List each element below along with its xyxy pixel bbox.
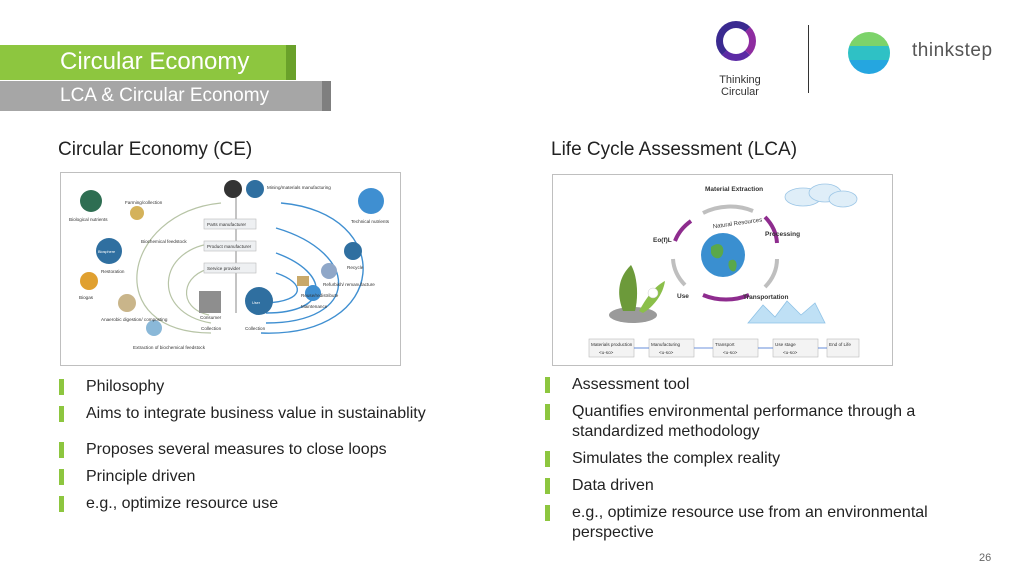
biogas-icon <box>80 272 98 290</box>
chain-tag-4: <u-so> <box>783 350 798 355</box>
label-service: Service provider <box>207 266 241 271</box>
label-processing: Processing <box>765 231 800 238</box>
thinkstep-logo-icon <box>848 32 890 74</box>
label-technical-nutrients: Technical nutrients <box>351 219 390 224</box>
parts-box <box>203 218 257 230</box>
recycle-icon <box>344 242 362 260</box>
wrench-icon <box>305 285 321 301</box>
compost-icon <box>118 294 136 312</box>
chain-end-of-life: End of Life <box>829 342 851 347</box>
plant-icon <box>609 265 665 323</box>
ce-heading: Circular Economy (CE) <box>58 139 253 160</box>
label-reuse: Reuse/redistribute <box>301 293 339 298</box>
label-refurbish: Refurbish/ remanufacture <box>323 282 375 287</box>
lca-diagram: Material Extraction Processing Transport… <box>552 174 893 366</box>
label-transportation: Transportation <box>743 294 789 301</box>
label-product: Product manufacturer <box>207 244 252 249</box>
page-number: 26 <box>979 552 992 564</box>
label-consumer: Consumer <box>200 315 222 320</box>
lca-bullet-item: Simulates the complex reality <box>544 449 964 469</box>
ce-bullet-list: Philosophy Aims to integrate business va… <box>58 377 478 521</box>
lca-bullet-list: Assessment tool Quantifies environmental… <box>544 375 964 550</box>
label-anaerobic: Anaerobic digestion/ composting <box>101 317 168 322</box>
chain-tag-1: <u-so> <box>599 350 614 355</box>
slide-subtitle: LCA & Circular Economy <box>60 85 270 106</box>
label-recycle: Recycle <box>347 265 364 270</box>
subtitle-banner-accent <box>322 81 331 111</box>
consumer-icon <box>199 291 221 313</box>
label-mining: Mining/materials manufacturing <box>267 185 331 190</box>
ce-bullet-item: Proposes several measures to close loops <box>58 440 478 460</box>
title-banner-accent <box>286 45 296 80</box>
label-material-extraction: Material Extraction <box>705 186 763 193</box>
lca-diagram-svg: Material Extraction Processing Transport… <box>588 183 860 358</box>
lca-heading: Life Cycle Assessment (LCA) <box>551 139 798 160</box>
water-icon <box>747 300 826 324</box>
gear-icon <box>358 188 384 214</box>
label-collection-left: Collection <box>201 326 222 331</box>
leaf-icon <box>80 190 102 212</box>
wheat-icon <box>130 206 144 220</box>
label-farming: Farming/collection <box>125 200 163 205</box>
chain-transport: Transport <box>715 342 735 347</box>
lca-bullet-item: e.g., optimize resource use from an envi… <box>544 503 964 543</box>
lca-bullet-item: Quantifies environmental performance thr… <box>544 402 964 442</box>
cloud-icon <box>784 183 858 208</box>
label-collection-right: Collection <box>245 326 266 331</box>
thinking-circular-logo-icon <box>716 21 756 61</box>
service-box <box>203 262 257 274</box>
biosphere-icon <box>96 238 122 264</box>
thinkstep-logo-text: thinkstep <box>912 40 993 61</box>
label-biogas: Biogas <box>79 295 94 300</box>
user-icon <box>245 287 273 315</box>
title-banner: Circular Economy <box>0 45 286 80</box>
ce-bullet-item: Principle driven <box>58 467 478 487</box>
label-biochemical: Biochemical feedstock <box>141 239 187 244</box>
chain-use-stage: Use stage <box>775 342 796 347</box>
chain-manufacturing: Manufacturing <box>651 342 681 347</box>
label-use: Use <box>677 293 689 300</box>
ce-diagram: Biological nutrients Farming/collection … <box>60 172 401 366</box>
globe-icon <box>701 233 745 277</box>
label-user: User <box>252 301 261 305</box>
mining-icon <box>224 180 242 198</box>
lca-bullet-item: Data driven <box>544 476 964 496</box>
lca-bullet-item: Assessment tool <box>544 375 964 395</box>
label-extraction: Extraction of biochemical feedstock <box>133 345 206 350</box>
ce-diagram-svg: Biological nutrients Farming/collection … <box>69 180 390 350</box>
label-maintenance: Maintenance <box>301 304 328 309</box>
ce-bullet-item: Aims to integrate business value in sust… <box>58 404 478 424</box>
subtitle-banner: LCA & Circular Economy <box>0 81 322 111</box>
chain-tag-3: <u-so> <box>723 350 738 355</box>
ce-bullet-item: Philosophy <box>58 377 478 397</box>
label-biosphere: Biosphere <box>98 250 115 254</box>
logo-divider <box>808 25 809 93</box>
label-parts: Parts manufacturer <box>207 222 247 227</box>
label-natural-resources: Natural Resources <box>713 218 763 231</box>
chain-tag-2: <u-so> <box>659 350 674 355</box>
truck-icon <box>246 180 264 198</box>
ce-bullet-item: e.g., optimize resource use <box>58 494 478 514</box>
label-eol: Eo(f)L <box>653 237 672 244</box>
refurbish-icon <box>321 263 337 279</box>
flask-icon <box>146 320 162 336</box>
box-icon <box>297 276 309 286</box>
product-box <box>203 240 257 252</box>
chain-materials: Materials production <box>591 342 633 347</box>
slide-title: Circular Economy <box>60 48 250 75</box>
label-biological-nutrients: Biological nutrients <box>69 217 108 222</box>
label-restoration: Restoration <box>101 269 125 274</box>
thinking-circular-logo-text: Thinking Circular <box>719 74 761 98</box>
